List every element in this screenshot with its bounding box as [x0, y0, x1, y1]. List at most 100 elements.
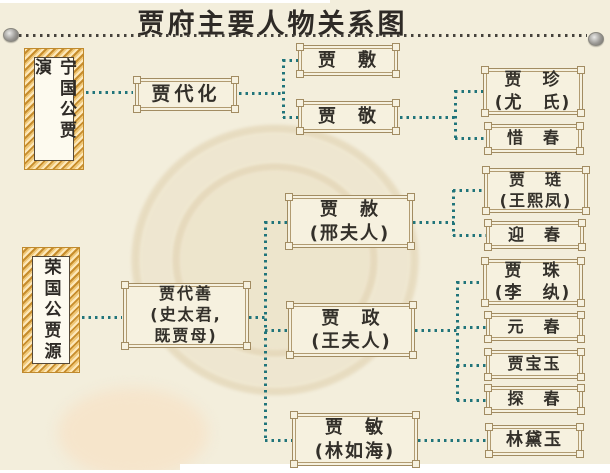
- corner-ornament: [409, 351, 417, 359]
- corner-ornament: [484, 243, 492, 251]
- trunk-jiajing-children: [454, 90, 457, 139]
- node-jiadaihua: 贾代化: [133, 76, 239, 113]
- node-jiabaoyu: 贾宝玉: [484, 348, 585, 381]
- corner-ornament: [409, 301, 417, 309]
- corner-ornament: [577, 311, 585, 319]
- node-jiafu: 贾 敷: [296, 43, 400, 78]
- node-jiazhu: 贾 珠 (李 纨): [481, 257, 585, 307]
- node-label: 贾 敬: [318, 106, 378, 128]
- torn-edge: [0, 470, 610, 473]
- corner-ornament: [577, 407, 585, 415]
- ancestor-box-ningguogong: 宁国公贾演: [24, 48, 84, 170]
- corner-ornament: [296, 70, 304, 78]
- corner-ornament: [121, 281, 129, 289]
- corner-ornament: [290, 460, 298, 468]
- node-label: 探 春: [507, 389, 562, 409]
- corner-ornament: [407, 193, 415, 201]
- node-label: 元 春: [507, 316, 562, 336]
- ancestor-label: 荣国公贾源: [40, 257, 61, 363]
- corner-ornament: [577, 66, 585, 74]
- pin-icon: [588, 32, 604, 46]
- node-label: 贾 珍 (尤 氏): [494, 70, 572, 113]
- node-yingchun: 迎 春: [484, 219, 586, 251]
- corner-ornament: [243, 342, 251, 350]
- node-label: 惜 春: [506, 128, 561, 148]
- corner-ornament: [296, 43, 304, 51]
- node-jiadaishan: 贾代善 (史太君, 既贾母): [121, 281, 251, 350]
- corner-ornament: [243, 281, 251, 289]
- corner-ornament: [392, 70, 400, 78]
- corner-ornament: [576, 423, 584, 431]
- connector-trunk-jiazhen: [455, 90, 483, 93]
- node-xichun: 惜 春: [484, 122, 584, 155]
- torn-edge: [0, 0, 330, 3]
- corner-ornament: [484, 147, 492, 155]
- connector-jiazheng-trunk: [415, 329, 458, 332]
- corner-ornament: [392, 99, 400, 107]
- node-label: 贾代善 (史太君, 既贾母): [150, 284, 222, 345]
- node-jiazhen: 贾 珍 (尤 氏): [481, 66, 585, 117]
- corner-ornament: [484, 335, 492, 343]
- corner-ornament: [485, 450, 493, 458]
- corner-ornament: [484, 122, 492, 130]
- node-label: 贾 敏 (林如海): [314, 417, 396, 462]
- corner-ornament: [285, 242, 293, 250]
- corner-ornament: [392, 127, 400, 135]
- connector-ning-jiadaihua: [86, 91, 133, 94]
- corner-ornament: [576, 122, 584, 130]
- node-jialian: 贾 琏 (王熙凤): [482, 166, 590, 215]
- node-label: 贾 琏 (王熙凤): [499, 169, 573, 210]
- trunk-jiadaihua-children: [282, 59, 285, 118]
- corner-ornament: [484, 311, 492, 319]
- corner-ornament: [577, 109, 585, 117]
- ancestor-panel: 荣国公贾源: [32, 256, 70, 364]
- corner-ornament: [482, 166, 490, 174]
- corner-ornament: [133, 105, 141, 113]
- connector-trunk-jiajing: [283, 116, 298, 119]
- ancestor-panel: 宁国公贾演: [31, 57, 76, 161]
- node-jiazheng: 贾 政 (王夫人): [286, 301, 417, 359]
- corner-ornament: [407, 242, 415, 250]
- background-stain: [58, 388, 208, 473]
- corner-ornament: [578, 243, 586, 251]
- corner-ornament: [481, 109, 489, 117]
- node-label: 贾代化: [151, 83, 221, 106]
- connector-trunk-jiazhu: [457, 281, 483, 284]
- node-label: 贾宝玉: [507, 354, 562, 374]
- corner-ornament: [576, 450, 584, 458]
- connector-trunk-jiashe: [265, 221, 287, 224]
- connector-jiashe-trunk: [413, 221, 454, 224]
- corner-ornament: [482, 207, 490, 215]
- corner-ornament: [577, 257, 585, 265]
- connector-trunk-yingchun: [453, 234, 486, 237]
- corner-ornament: [484, 373, 492, 381]
- connector-jiajing-trunk: [400, 116, 456, 119]
- corner-ornament: [484, 407, 492, 415]
- corner-ornament: [121, 342, 129, 350]
- node-label: 贾 珠 (李 纨): [494, 260, 572, 303]
- corner-ornament: [576, 147, 584, 155]
- corner-ornament: [577, 384, 585, 392]
- node-tanchun: 探 春: [484, 384, 585, 415]
- corner-ornament: [582, 207, 590, 215]
- corner-ornament: [296, 99, 304, 107]
- connector-trunk-xichun: [455, 137, 486, 140]
- connector-trunk-jiabaoyu: [457, 364, 486, 367]
- ancestor-box-rongguogong: 荣国公贾源: [22, 247, 80, 373]
- title-divider-dotted: [19, 34, 587, 37]
- corner-ornament: [412, 460, 420, 468]
- node-label: 林黛玉: [506, 430, 563, 451]
- corner-ornament: [286, 301, 294, 309]
- corner-ornament: [296, 127, 304, 135]
- ancestor-label: 宁国公贾演: [31, 58, 76, 142]
- torn-edge: [180, 464, 610, 473]
- corner-ornament: [481, 299, 489, 307]
- corner-ornament: [392, 43, 400, 51]
- node-lindaiyu: 林黛玉: [485, 423, 584, 458]
- node-label: 贾 政 (王夫人): [311, 307, 392, 352]
- corner-ornament: [484, 348, 492, 356]
- connector-trunk-jiamin: [265, 439, 292, 442]
- corner-ornament: [484, 219, 492, 227]
- corner-ornament: [577, 335, 585, 343]
